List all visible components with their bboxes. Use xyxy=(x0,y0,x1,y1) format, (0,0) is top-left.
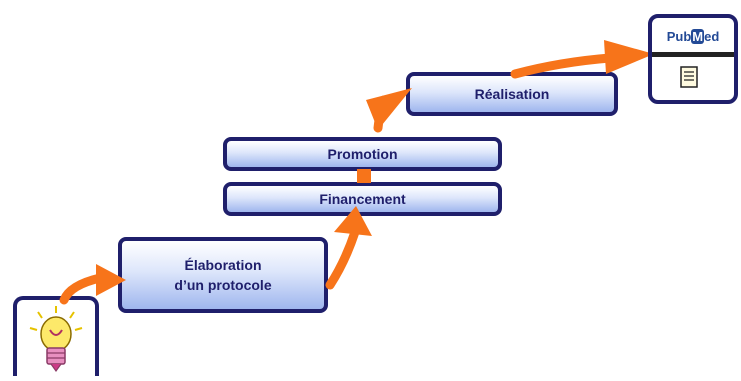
connector-financement-promotion xyxy=(357,169,371,183)
document-icon xyxy=(680,66,698,88)
arrowhead-pubmed xyxy=(604,40,654,74)
arrow-elaboration-to-financement xyxy=(325,227,360,290)
step-realisation: Réalisation xyxy=(406,72,618,116)
step-financement: Financement xyxy=(223,182,502,216)
step-elaboration-line1: Élaboration xyxy=(184,257,262,273)
pubmed-toolbar xyxy=(652,52,734,57)
idea-box xyxy=(13,296,99,376)
step-promotion: Promotion xyxy=(223,137,502,171)
pubmed-box: PubMed xyxy=(648,14,738,104)
pubmed-logo: PubMed xyxy=(652,29,734,44)
step-financement-label: Financement xyxy=(319,191,406,207)
step-elaboration-line2: d’un protocole xyxy=(174,277,272,293)
step-promotion-label: Promotion xyxy=(327,146,398,162)
pubmed-logo-m: M xyxy=(691,29,705,44)
pubmed-logo-left: Pub xyxy=(666,29,692,44)
lightbulb-icon xyxy=(29,306,83,373)
pubmed-logo-right: ed xyxy=(704,29,720,44)
step-realisation-label: Réalisation xyxy=(474,86,550,102)
arrow-promotion-to-realisation xyxy=(373,95,389,133)
step-elaboration: Élaboration d’un protocole xyxy=(118,237,328,313)
